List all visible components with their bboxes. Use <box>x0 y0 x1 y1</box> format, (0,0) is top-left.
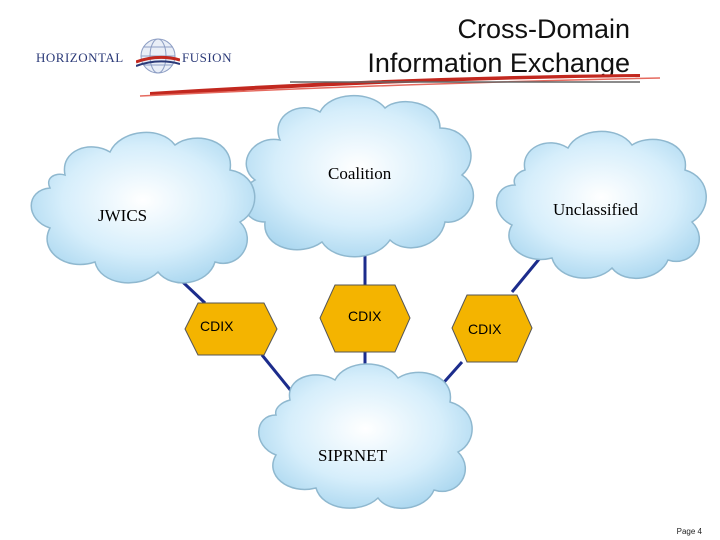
logo-text-fusion: FUSION <box>182 50 232 65</box>
cloud-unclassified <box>495 130 707 279</box>
cdix-hexagon-right <box>451 294 533 363</box>
globe-icon <box>136 38 180 74</box>
label-cdix-right: CDIX <box>468 321 502 337</box>
title-line-1: Cross-Domain <box>457 14 630 44</box>
label-jwics: JWICS <box>98 206 148 225</box>
title-line-2: Information Exchange <box>367 48 630 78</box>
connector-unclassified-cdix <box>510 257 542 293</box>
cdix-hexagon-left <box>184 302 278 356</box>
cloud-jwics <box>30 131 256 284</box>
logo-text-horizontal: HORIZONTAL <box>36 50 124 65</box>
label-cdix-left: CDIX <box>200 318 234 334</box>
connector-cdix-siprnet-left <box>260 354 294 393</box>
cloud-coalition <box>241 95 474 258</box>
page-number: Page 4 <box>676 527 702 536</box>
label-siprnet: SIPRNET <box>318 446 387 465</box>
header-swoosh <box>139 74 661 97</box>
page-title: Cross-Domain Information Exchange <box>367 12 630 80</box>
cloud-siprnet <box>258 363 473 509</box>
label-unclassified: Unclassified <box>553 200 638 219</box>
horizontal-fusion-logo: HORIZONTAL FUSION <box>36 36 236 86</box>
cdix-hexagon-center <box>319 284 411 353</box>
label-coalition: Coalition <box>328 164 392 183</box>
label-cdix-center: CDIX <box>348 308 382 324</box>
